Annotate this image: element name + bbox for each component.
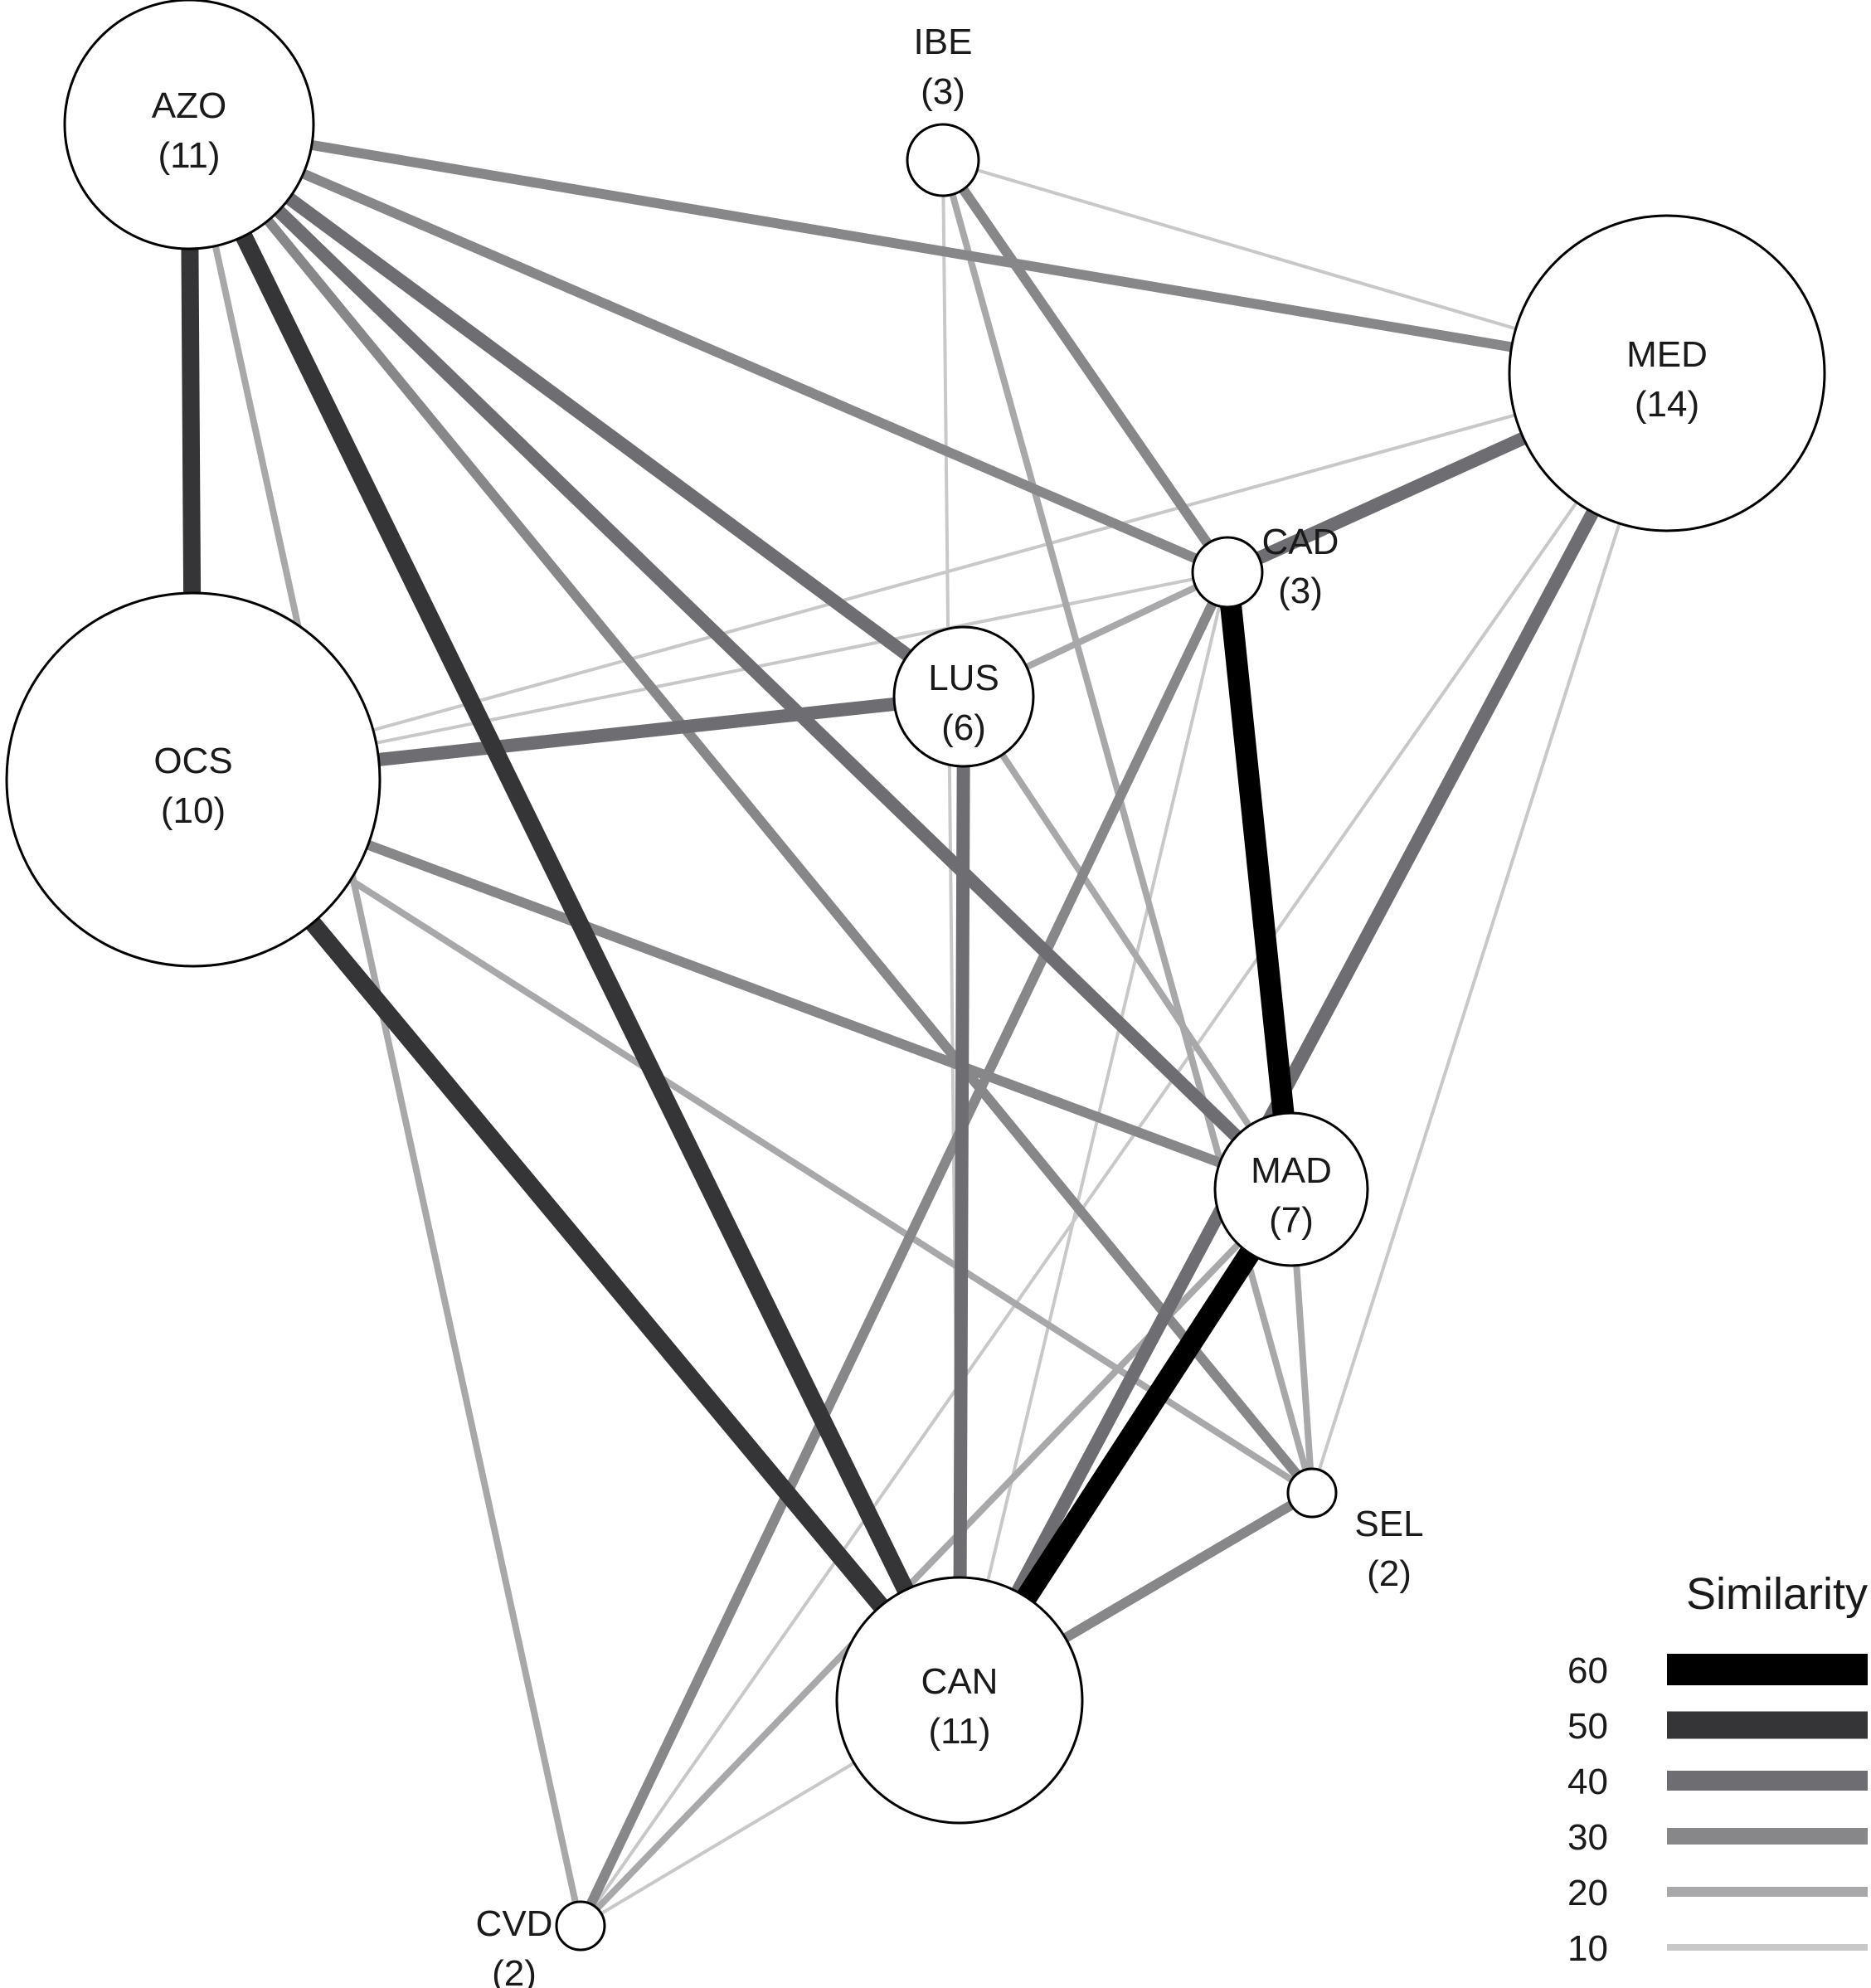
legend-item: 60	[1567, 1650, 1868, 1691]
legend-item-label: 10	[1567, 1928, 1608, 1969]
edge-ocs-mad	[191, 775, 1294, 1194]
legend-item-label: 60	[1567, 1650, 1608, 1691]
node-circle	[1213, 1111, 1369, 1267]
edge-cad-mad	[1217, 571, 1302, 1191]
node-circle	[555, 1900, 606, 1952]
node-count: (2)	[492, 1953, 537, 1988]
node-circle	[1191, 536, 1264, 609]
node-can: CAN (11)	[835, 1576, 1084, 1825]
node-mad: MAD (7)	[1213, 1111, 1369, 1267]
edge-ocs-can	[186, 774, 967, 1706]
node-circle	[835, 1576, 1084, 1825]
edge-lus-can	[953, 696, 970, 1701]
edge-med-ocs	[192, 372, 1668, 781]
node-circle	[1286, 1467, 1338, 1519]
node-name: CAN	[921, 1661, 999, 1702]
legend-item: 30	[1567, 1817, 1868, 1858]
node-circle	[5, 591, 381, 968]
legend-item-label: 30	[1567, 1817, 1608, 1858]
edge-cad-can	[958, 571, 1229, 1701]
edge-azo-lus	[185, 119, 968, 702]
node-count: (11)	[929, 1711, 991, 1752]
node-count: (3)	[1278, 571, 1323, 611]
node-ibe: IBE (3)	[906, 22, 980, 197]
edge-med-cvd	[579, 372, 1669, 1927]
node-name: LUS	[928, 658, 999, 698]
legend-item-label: 50	[1567, 1706, 1608, 1747]
edge-cad-cvd	[576, 570, 1232, 1928]
legend-item: 10	[1567, 1928, 1868, 1969]
legend-title: Similarity	[1686, 1569, 1868, 1619]
node-count: (2)	[1367, 1553, 1412, 1594]
edge-med-sel	[1310, 372, 1669, 1494]
node-ocs: OCS (10)	[5, 591, 381, 968]
node-layer: AZO (11) IBE (3) MED (14) CAD (3) OCS (10) LUS (6) M…	[5, 0, 1826, 1988]
edge-med-can	[953, 370, 1674, 1704]
node-name: CAD	[1262, 522, 1339, 562]
node-azo: AZO (11)	[63, 0, 315, 250]
node-count: (14)	[1635, 384, 1699, 425]
node-count: (7)	[1269, 1200, 1314, 1241]
node-count: (3)	[921, 71, 965, 112]
edge-azo-can	[181, 120, 968, 1704]
edge-lus-mad	[960, 694, 1295, 1192]
edge-azo-cad	[187, 119, 1230, 577]
similarity-legend: Similarity 60 50 40 30 20 10	[1567, 1569, 1868, 1969]
edge-azo-med	[188, 119, 1668, 378]
legend-item: 50	[1567, 1706, 1868, 1747]
node-name: IBE	[914, 22, 973, 62]
legend-item: 40	[1567, 1762, 1868, 1802]
legend-item-label: 40	[1567, 1762, 1608, 1802]
edge-ocs-sel	[191, 776, 1315, 1496]
node-cad: CAD (3)	[1191, 522, 1339, 611]
edge-azo-mad	[184, 119, 1296, 1194]
node-name: CVD	[476, 1903, 553, 1944]
edge-azo-sel	[185, 121, 1316, 1496]
node-name: MED	[1626, 334, 1708, 375]
node-name: MAD	[1251, 1150, 1332, 1191]
legend-rows: 60 50 40 30 20 10	[1567, 1650, 1868, 1969]
node-circle	[906, 123, 980, 197]
node-circle	[63, 0, 315, 250]
node-sel: SEL (2)	[1286, 1467, 1424, 1594]
edge-ibe-cad	[939, 157, 1232, 576]
node-name: AZO	[152, 85, 226, 126]
node-circle	[1508, 214, 1826, 532]
node-cvd: CVD (2)	[476, 1900, 606, 1988]
node-count: (11)	[158, 135, 221, 176]
node-med: MED (14)	[1508, 214, 1826, 532]
legend-item: 20	[1567, 1873, 1868, 1913]
node-lus: LUS (6)	[892, 625, 1035, 768]
node-name: SEL	[1354, 1504, 1423, 1544]
node-count: (10)	[161, 790, 226, 831]
edge-layer	[180, 119, 1674, 1928]
legend-item-label: 20	[1567, 1873, 1608, 1913]
node-circle	[892, 625, 1035, 768]
node-name: OCS	[153, 741, 232, 781]
edge-azo-cvd	[186, 124, 584, 1927]
node-count: (6)	[941, 707, 986, 748]
